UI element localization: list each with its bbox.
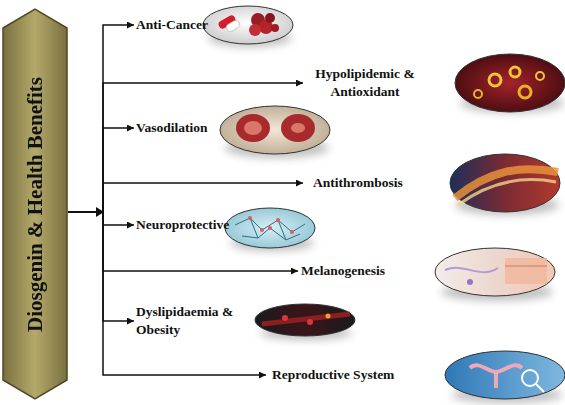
neural-network-image (225, 208, 315, 248)
title-banner: Diosgenin & Health Benefits (2, 8, 68, 400)
branch-arrow (68, 212, 266, 375)
branch-arrow (68, 25, 134, 212)
node-text: Neuroprotective (136, 216, 229, 234)
benefit-label: Anti-Cancer (134, 15, 234, 35)
vasodilation-image (220, 106, 330, 154)
reproductive-image (445, 351, 565, 399)
node-text: Hypolipidemic & Antioxidant (315, 65, 415, 101)
anti-cancer-image (203, 6, 293, 44)
branch-arrow (68, 212, 134, 321)
obesity-image (255, 304, 355, 336)
image-shadows (208, 29, 564, 403)
branch-arrow (68, 128, 134, 212)
node-text: Dyslipidaemia & Obesity (136, 303, 234, 339)
benefit-label: Neuroprotective (134, 215, 244, 235)
branch-arrow (68, 212, 134, 225)
node-text: Diosgenin & Health Benefits (23, 77, 48, 332)
node-text: Antithrombosis (313, 174, 403, 192)
artery-image (450, 154, 560, 212)
branch-arrow (68, 212, 298, 271)
branch-arrow (68, 183, 303, 212)
benefit-label: Hypolipidemic & Antioxidant (303, 64, 427, 102)
benefit-label: Vasodilation (134, 118, 234, 138)
benefit-label: Dyslipidaemia & Obesity (134, 302, 234, 340)
branch-arrow (68, 83, 303, 212)
node-text: Melanogenesis (301, 262, 385, 280)
benefit-label: Antithrombosis (303, 173, 423, 193)
benefit-label: Melanogenesis (298, 261, 418, 281)
benefit-label: Reproductive System (266, 365, 426, 385)
blood-vessel-image (455, 54, 565, 112)
node-text: Reproductive System (272, 366, 394, 384)
skin-image (435, 248, 555, 296)
trunk-arrowhead (96, 207, 104, 217)
banner-hexagon (3, 9, 67, 399)
node-text: Vasodilation (136, 119, 208, 137)
node-text: Anti-Cancer (136, 16, 208, 34)
